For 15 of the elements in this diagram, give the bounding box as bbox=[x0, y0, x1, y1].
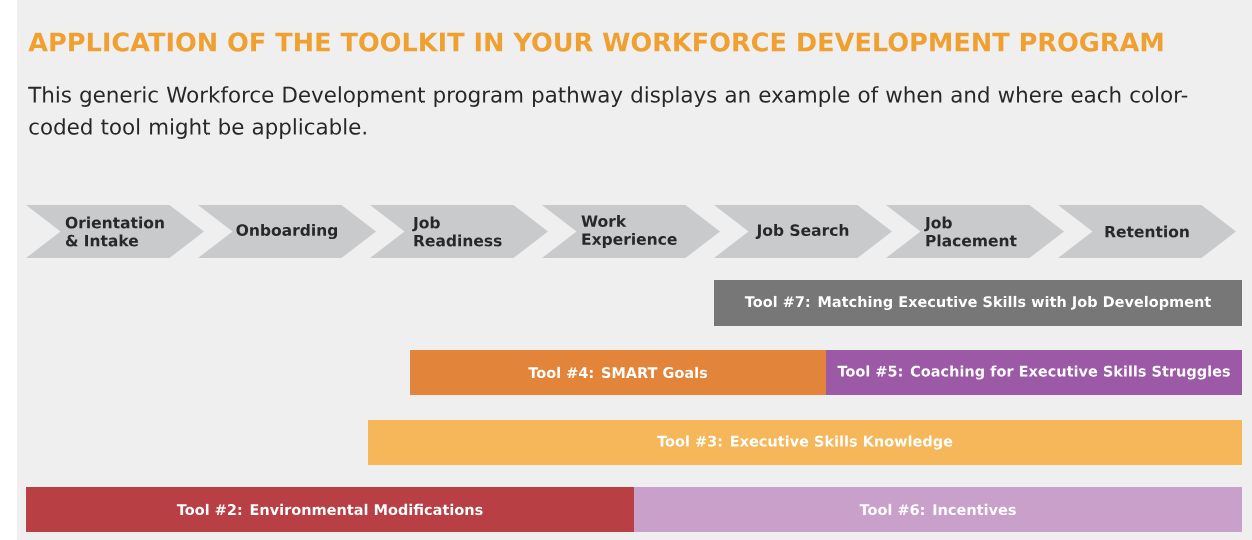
tool-bar: Tool #5: Coaching for Executive Skills Struggles bbox=[826, 350, 1242, 395]
tool-bar: Tool #7: Matching Executive Skills with Job Development bbox=[714, 280, 1242, 326]
process-step: Retention bbox=[1058, 205, 1236, 258]
tool-bar: Tool #3: Executive Skills Knowledge bbox=[368, 420, 1242, 465]
tool-bar: Tool #6: Incentives bbox=[634, 487, 1242, 532]
tool-bar: Tool #2: Environmental Modifications bbox=[26, 487, 634, 532]
process-step: Job Readiness bbox=[370, 205, 548, 258]
heading: APPLICATION OF THE TOOLKIT IN YOUR WORKFORCE DEVELOPMENT PROGRAM bbox=[28, 32, 1163, 52]
process-step: Orientation & Intake bbox=[26, 205, 204, 258]
process-step: Onboarding bbox=[198, 205, 376, 258]
intro-text: This generic Workforce Development program pathway displays an example of when and where each color-coded tool might be applicable. bbox=[28, 86, 1188, 139]
process-step: Work Experience bbox=[542, 205, 720, 258]
process-step: Job Placement bbox=[886, 205, 1064, 258]
tool-bar: Tool #4: SMART Goals bbox=[410, 350, 826, 395]
process-step: Job Search bbox=[714, 205, 892, 258]
